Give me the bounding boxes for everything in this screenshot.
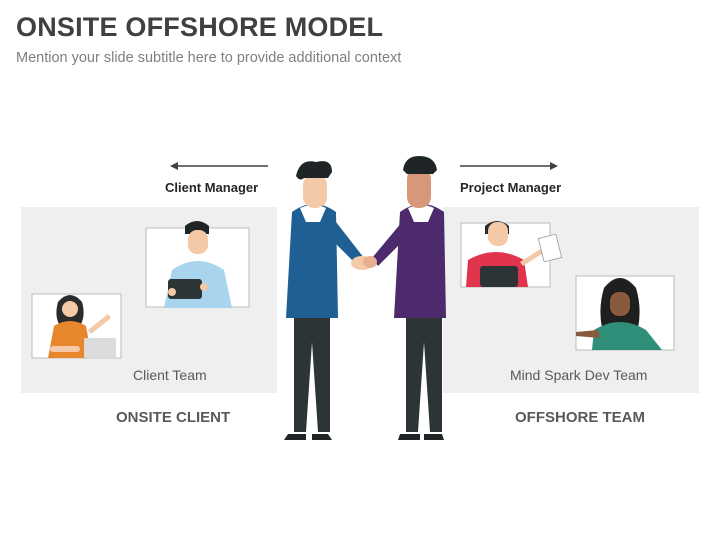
client-team-woman	[48, 295, 116, 358]
offshore-team-label: OFFSHORE TEAM	[515, 409, 645, 426]
project-manager-figure	[372, 156, 446, 440]
arrow-right-icon	[460, 162, 558, 170]
handshake	[351, 256, 377, 270]
dev-team-man	[466, 221, 563, 287]
arrow-left-icon	[170, 162, 268, 170]
client-manager-figure	[284, 161, 364, 440]
client-team-label: Client Team	[133, 367, 207, 383]
slide-title: ONSITE OFFSHORE MODEL	[16, 12, 384, 42]
dev-team-woman	[576, 278, 662, 350]
dev-team-label: Mind Spark Dev Team	[510, 367, 648, 383]
slide-subtitle: Mention your slide subtitle here to prov…	[16, 50, 402, 66]
client-team-man	[164, 221, 232, 308]
project-manager-label: Project Manager	[460, 180, 562, 195]
onsite-client-label: ONSITE CLIENT	[116, 409, 231, 426]
client-manager-label: Client Manager	[165, 180, 259, 195]
